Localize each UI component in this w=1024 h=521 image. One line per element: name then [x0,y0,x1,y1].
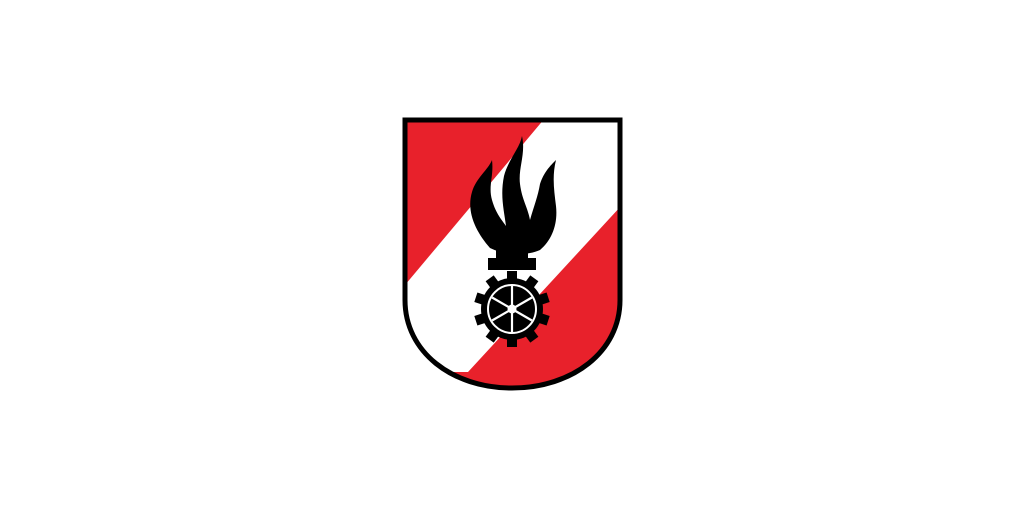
gear-icon [474,271,550,347]
gear-tooth [507,337,517,347]
shield-outline [402,117,623,391]
gear-tooth [507,271,517,281]
flame-icon [470,136,557,255]
nozzle-connector-icon [488,248,536,270]
